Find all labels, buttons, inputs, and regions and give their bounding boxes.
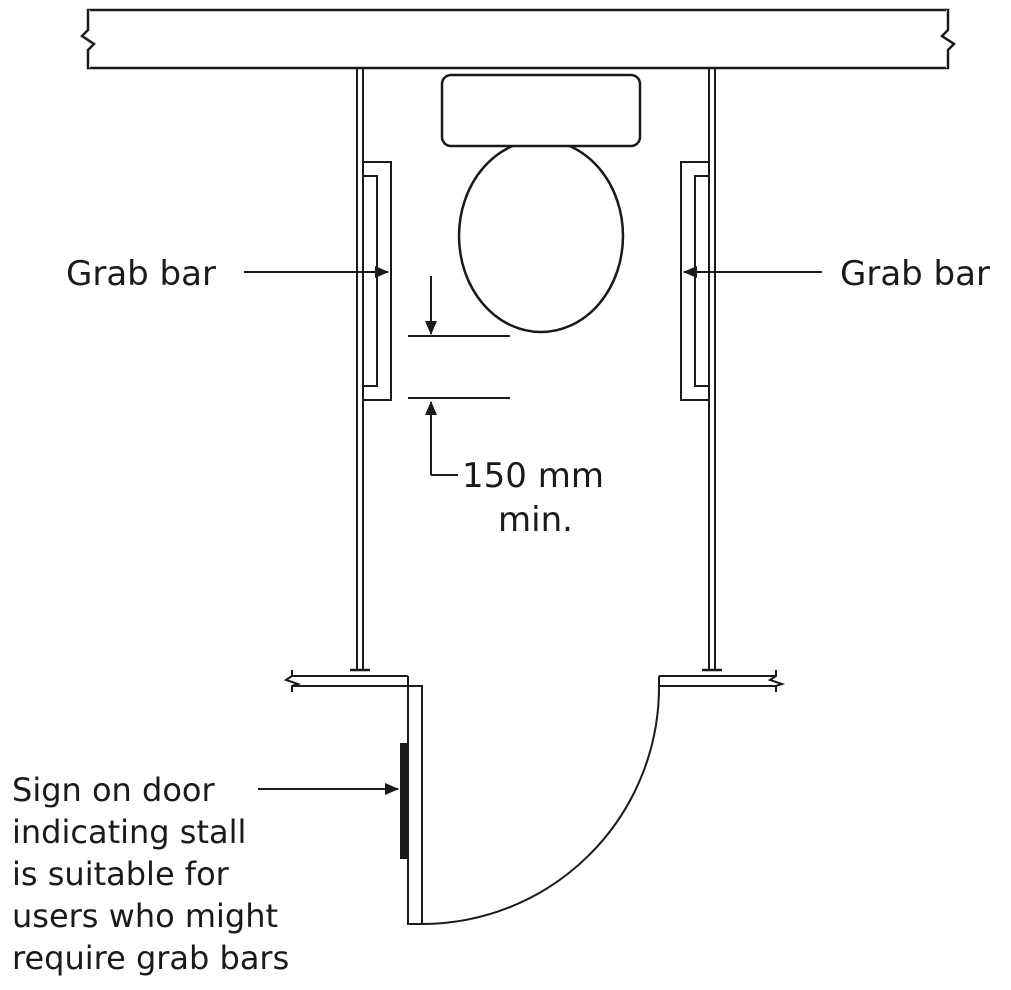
sign-description: Sign on door indicating stall is suitabl… (12, 771, 289, 977)
dimension-150mm (408, 276, 510, 476)
toilet (440, 73, 642, 334)
grab-bar-left-label: Grab bar (66, 254, 216, 294)
stall-door (400, 685, 661, 925)
front-wall-left (283, 670, 409, 692)
door-sign (400, 743, 408, 859)
front-wall-right (658, 670, 786, 692)
dimension-value-label: 150 mm (462, 456, 604, 496)
sign-line: users who might (12, 897, 278, 935)
label-leaders (244, 266, 822, 795)
door-leaf (407, 685, 423, 925)
sign-line: Sign on door (12, 771, 215, 809)
toilet-tank (440, 73, 642, 148)
sign-line: require grab bars (12, 939, 289, 977)
toilet-bowl (457, 138, 625, 334)
grab-bar-right-label: Grab bar (840, 254, 990, 294)
left-grab-bar (362, 161, 392, 401)
right-grab-bar (680, 161, 710, 401)
dimension-qualifier-label: min. (498, 500, 573, 540)
sign-line: indicating stall (12, 813, 246, 851)
door-swing-arc (421, 685, 661, 925)
sign-line: is suitable for (12, 855, 230, 893)
back-wall (80, 8, 956, 70)
